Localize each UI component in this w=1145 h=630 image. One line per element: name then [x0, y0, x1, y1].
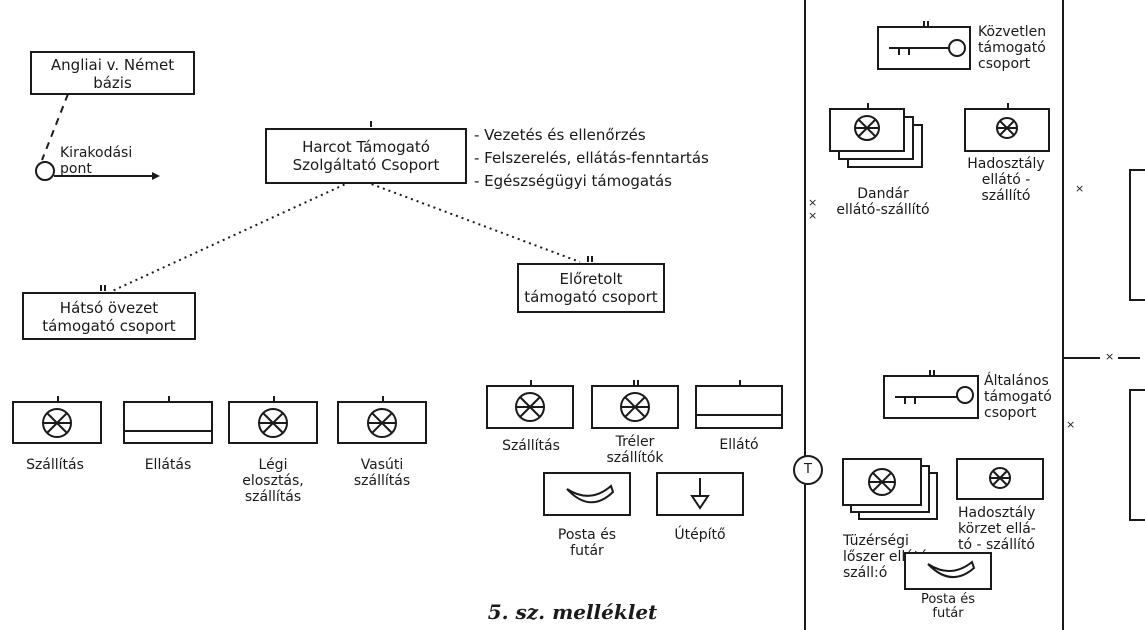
direct-support-label: Közvetlen támogató csoport: [978, 24, 1047, 72]
x-mark: ×: [1066, 418, 1076, 431]
brigade-label: Dandár ellátó-szállító: [836, 186, 930, 218]
hq-function-item: - Vezetés és ellenőrzés: [474, 126, 646, 144]
rear-unit-label: Légi elosztás, szállítás: [242, 457, 304, 505]
forward-unit-label: Tréler szállítók: [606, 434, 664, 466]
supply-line-icon: [125, 430, 211, 432]
rear-zone-box: Hátsó övezet támogató csoport: [22, 292, 196, 340]
t-symbol-label: T: [804, 462, 812, 477]
direct-support-unit: [877, 21, 971, 70]
wheel-icon: [515, 392, 545, 422]
brigade-unit: [829, 103, 905, 152]
forward-unit-label: Szállítás: [502, 438, 560, 454]
horn-icon: [927, 560, 976, 578]
rear-unit-label: Vasúti szállítás: [353, 457, 411, 489]
rear-transport-unit: [12, 396, 102, 444]
rear-unit-label: Szállítás: [26, 457, 84, 473]
rear-air-unit: [228, 396, 318, 444]
forward-unit-label: Ellátó: [719, 437, 759, 453]
post-unit: [904, 552, 992, 590]
division-label: Hadosztály ellátó - szállító: [967, 156, 1045, 204]
forward-unit-label: Posta és futár: [557, 527, 617, 559]
hq-function-list: - Vezetés és ellenőrzés - Felszerelés, e…: [474, 124, 709, 193]
rear-supply-unit: [123, 396, 213, 444]
forward-tick: [587, 256, 593, 262]
figure-caption: 5. sz. melléklet: [487, 600, 658, 624]
wheel-icon: [367, 408, 397, 438]
forward-post-unit: [543, 472, 631, 516]
forward-trailer-unit: [591, 380, 679, 429]
forward-box: Előretolt támogató csoport: [517, 263, 665, 313]
wheel-icon: [42, 408, 72, 438]
wheel-icon: [989, 467, 1011, 489]
rear-tick: [100, 285, 106, 291]
general-support-label: Általános támogató csoport: [984, 373, 1052, 421]
hq-function-item: - Felszerelés, ellátás-fenntartás: [474, 149, 709, 167]
forward-road-unit: [656, 472, 744, 516]
wheel-icon: [620, 392, 650, 422]
supply-line-icon: [697, 414, 781, 416]
road-builder-icon: [690, 478, 710, 510]
x-mark: ××: [808, 196, 818, 222]
base-box: Angliai v. Német bázis: [30, 51, 195, 95]
wheel-icon: [868, 468, 896, 496]
hq-function-item: - Egészségügyi támogatás: [474, 172, 672, 190]
hq-tick: [370, 121, 372, 127]
forward-transport-unit: [486, 380, 574, 429]
x-mark: ×: [1105, 350, 1115, 363]
wheel-icon: [996, 117, 1018, 139]
division-area-unit: [956, 458, 1044, 500]
wheel-icon: [258, 408, 288, 438]
division-area-label: Hadosztály körzet ellá- tó - szállító: [958, 505, 1036, 553]
unloading-point-label: Kirakodási pont: [60, 145, 133, 177]
rear-rail-unit: [337, 396, 427, 444]
artillery-unit: [842, 458, 922, 506]
key-icon: [895, 386, 974, 404]
forward-supply-unit: [695, 380, 783, 429]
hq-box: Harcot Támogató Szolgáltató Csoport: [265, 128, 467, 184]
general-support-unit: [883, 370, 979, 419]
x-mark: ×: [1075, 182, 1085, 195]
rear-unit-label: Ellátás: [144, 457, 192, 473]
forward-unit-label: Útépítő: [674, 527, 726, 543]
division-unit: [964, 103, 1050, 152]
key-icon: [889, 39, 966, 57]
wheel-icon: [854, 115, 880, 141]
post-label: Posta és futár: [920, 592, 976, 621]
horn-icon: [566, 484, 615, 504]
